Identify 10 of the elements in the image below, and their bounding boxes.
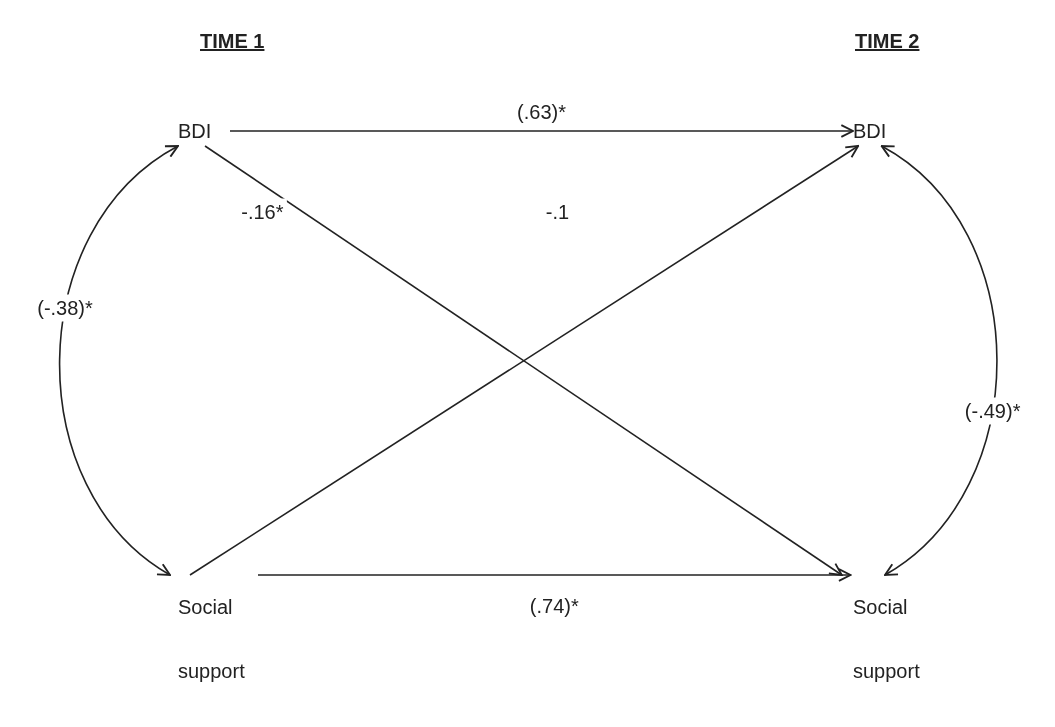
arrow xyxy=(229,124,854,138)
double-headed-arrow xyxy=(58,145,179,576)
variable-label: BDI xyxy=(178,116,230,146)
variable-label: BDI xyxy=(853,116,905,146)
arrow xyxy=(257,568,852,582)
variable-label: Social support xyxy=(853,575,933,703)
time-heading: TIME 1 xyxy=(200,30,265,53)
double-headed-arrow xyxy=(880,145,998,576)
variable-label: Social support xyxy=(178,575,258,703)
time-heading: TIME 2 xyxy=(855,30,920,53)
